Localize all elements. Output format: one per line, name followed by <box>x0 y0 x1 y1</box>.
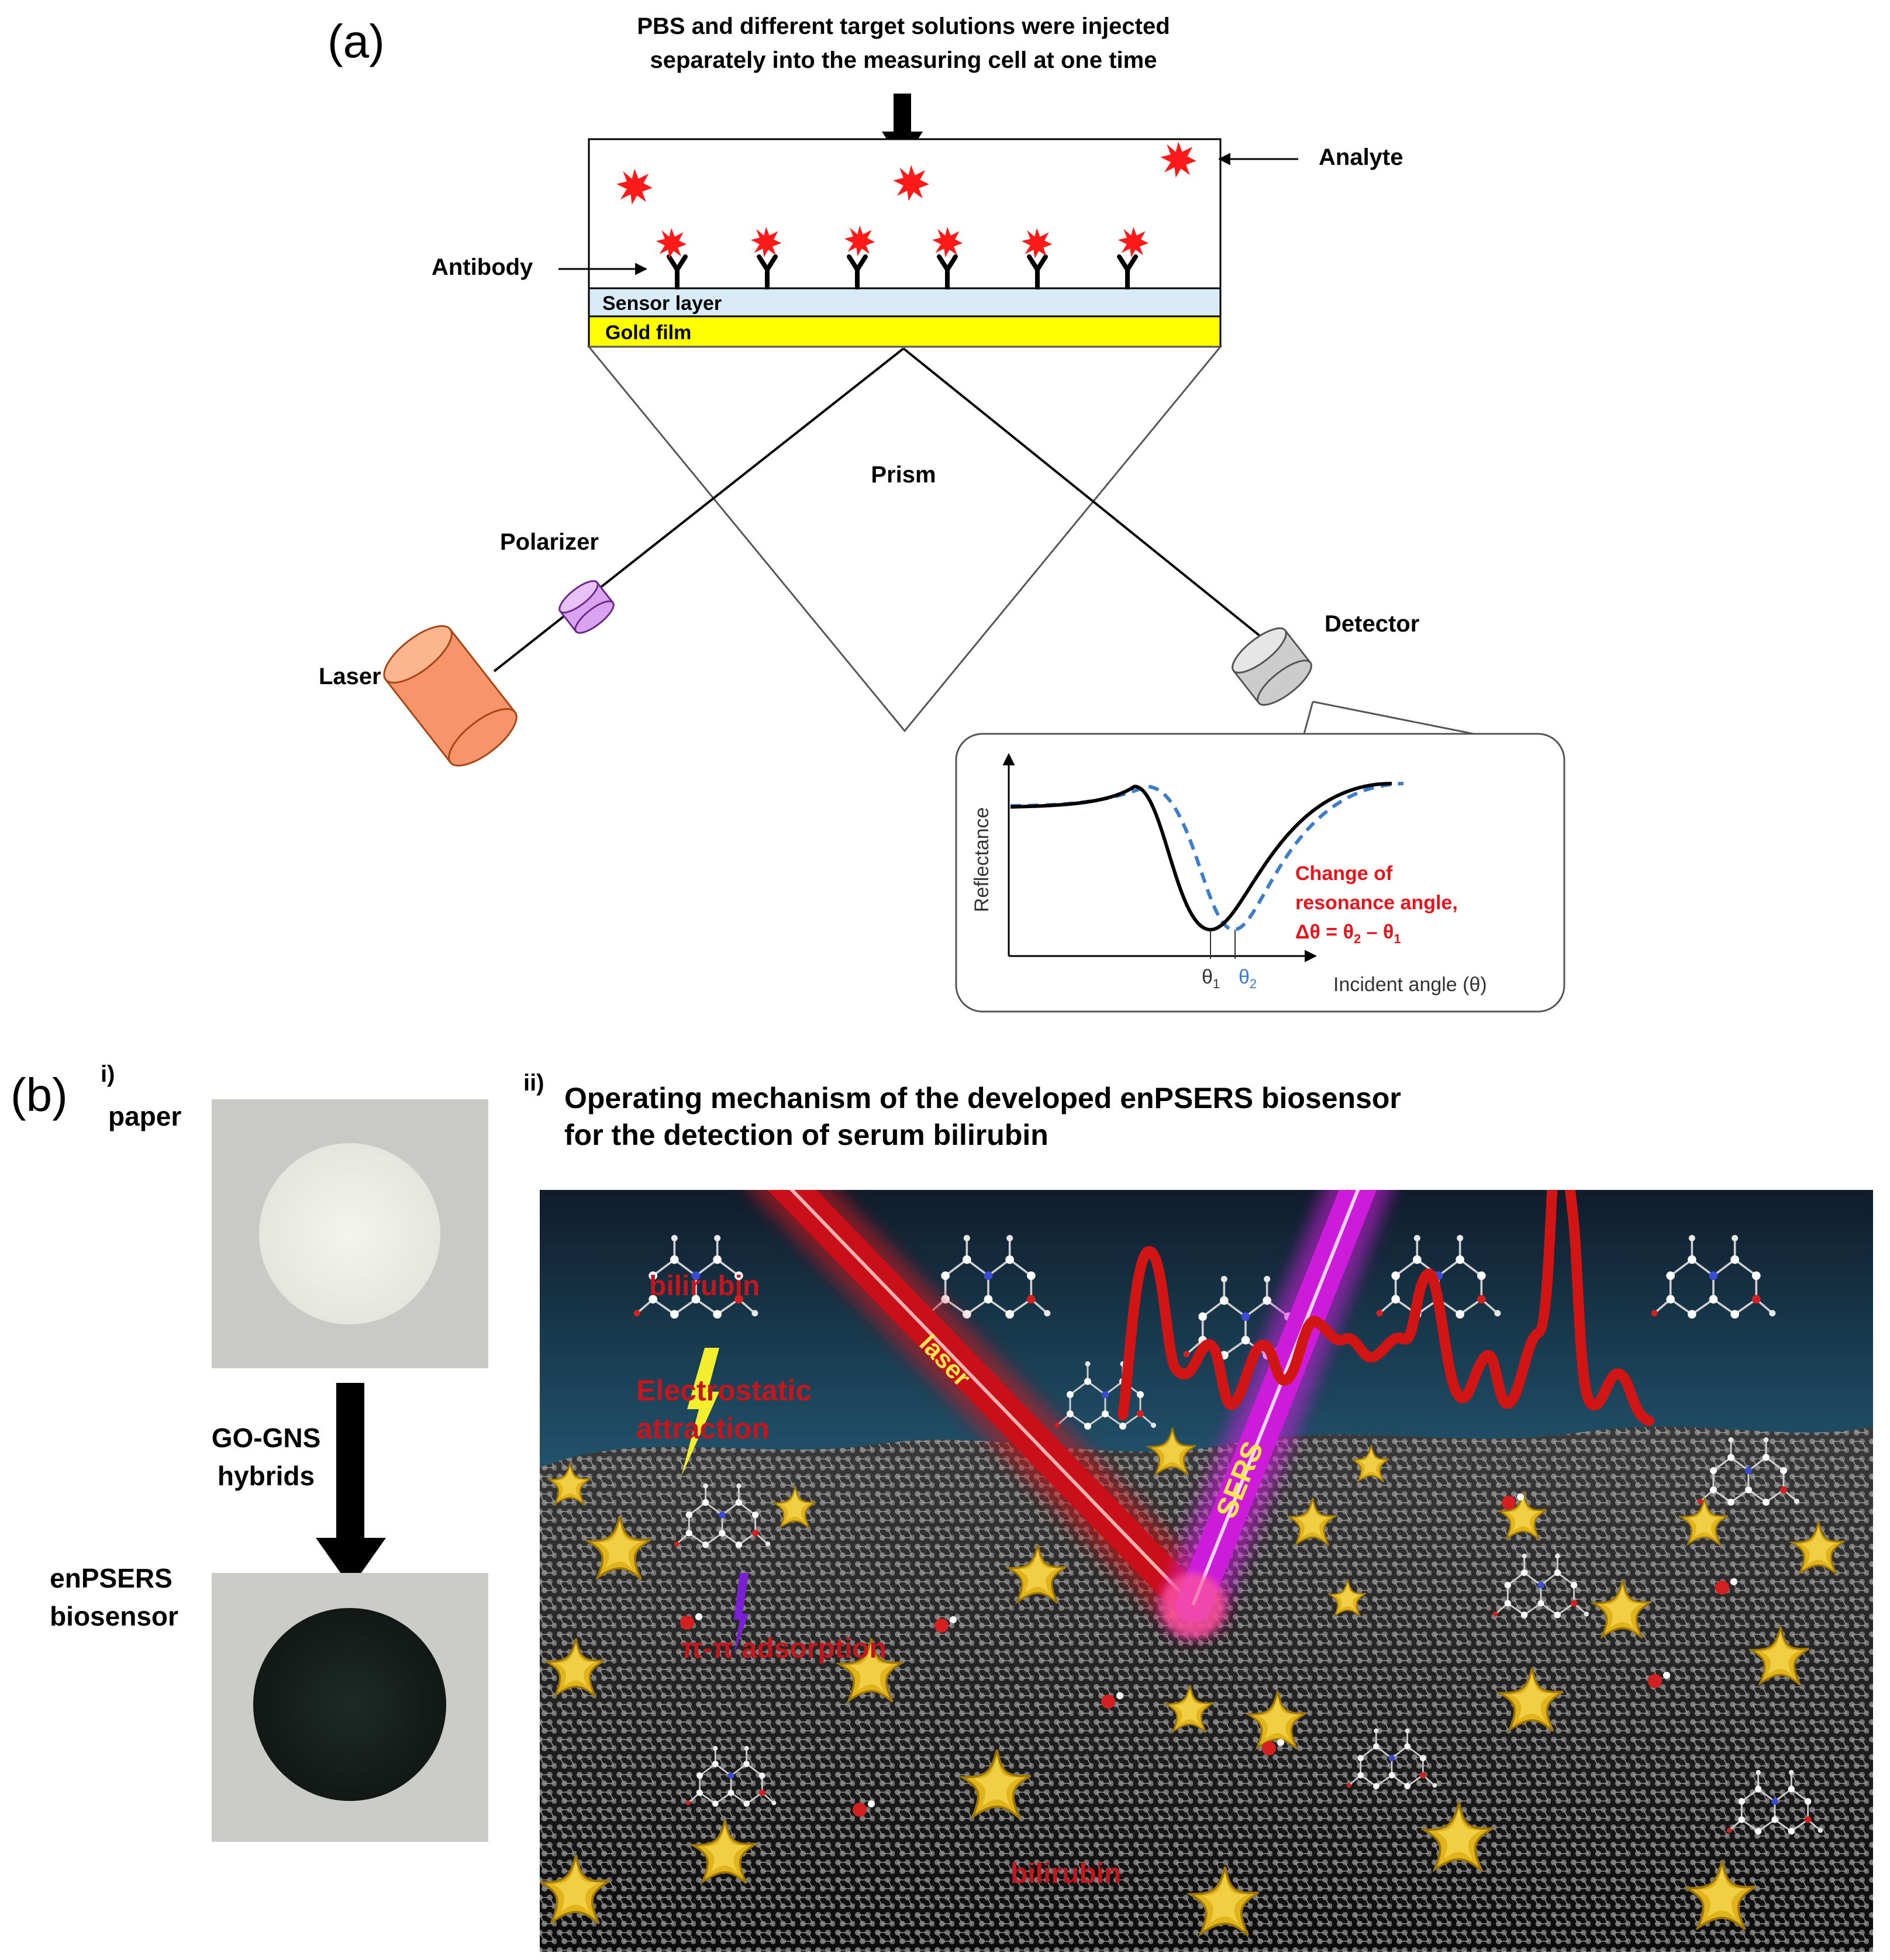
gold-film-label: Gold film <box>605 322 691 344</box>
antibody-label: Antibody <box>432 254 533 280</box>
prism <box>587 346 1223 733</box>
laser-beam <box>749 1190 1225 1637</box>
inset-ylabel: Reflectance <box>971 807 993 912</box>
panel-a-label: (a) <box>327 15 385 67</box>
biosensor-photo <box>212 1573 488 1842</box>
paper-photo <box>212 1099 488 1368</box>
sensor-label-line-1: enPSERS <box>50 1563 173 1593</box>
electrostatic-label-line-1: Electrostatic <box>636 1374 812 1407</box>
mechanism-title-line-1: Operating mechanism of the developed enP… <box>564 1082 1401 1114</box>
panel-b-label: (b) <box>11 1069 68 1121</box>
hybrids-label-line-2: hybrids <box>218 1461 315 1491</box>
injection-text-line-1: PBS and different target solutions were … <box>637 13 1170 39</box>
sensor-label-line-2: biosensor <box>50 1601 178 1631</box>
panel-a: (a) PBS and different target solutions w… <box>319 13 1565 1013</box>
mechanism-title-line-2: for the detection of serum bilirubin <box>564 1119 1049 1151</box>
detector-label: Detector <box>1325 611 1419 637</box>
detector-device <box>1232 627 1312 706</box>
analyte-label: Analyte <box>1319 144 1403 170</box>
resonance-note-line-1: Change of <box>1295 862 1393 885</box>
measuring-cell <box>588 138 1222 289</box>
conversion-arrow <box>316 1383 386 1588</box>
hotspot-glow <box>1161 1573 1225 1637</box>
paper-label: paper <box>108 1101 181 1131</box>
sub-label-ii: ii) <box>523 1070 544 1096</box>
injection-text-line-2: separately into the measuring cell at on… <box>650 47 1157 73</box>
sub-label-i: i) <box>101 1061 115 1087</box>
sers-beam <box>1161 1190 1393 1637</box>
laser-label: Laser <box>319 664 381 689</box>
bilirubin-label-top: bilirubin <box>649 1271 760 1302</box>
bilirubin-label-bottom: bilirubin <box>1010 1858 1121 1889</box>
sensor-layer-label: Sensor layer <box>602 292 722 315</box>
electrostatic-label-line-2: attraction <box>636 1412 770 1445</box>
theta-2-label: θ2 <box>1239 966 1257 991</box>
incident-beam <box>493 347 905 672</box>
initial-resonance-curve <box>1010 782 1392 932</box>
polarizer-label: Polarizer <box>500 529 599 555</box>
panel-b: (b) i) paper GO-GNS hybrids enPSERS bios… <box>11 1061 1873 1952</box>
resonance-note-line-3: Δθ = θ2 – θ1 <box>1295 921 1401 946</box>
laser-device <box>383 625 518 767</box>
prism-label: Prism <box>871 462 936 488</box>
gold-film <box>588 315 1222 348</box>
oxygen-groups <box>680 1493 1737 1817</box>
inset-xlabel: Incident angle (θ) <box>1333 974 1487 996</box>
polarizer-device <box>558 580 615 634</box>
pi-pi-bolt <box>734 1573 749 1655</box>
pi-pi-adsorption-label: π-π adsorption <box>681 1633 887 1664</box>
electrostatic-bolt <box>681 1348 719 1476</box>
resonance-note-line-2: resonance angle, <box>1295 892 1458 914</box>
hybrids-label-line-1: GO-GNS <box>212 1423 321 1453</box>
detector-callout-connector <box>1303 701 1474 735</box>
reflectance-inset: Reflectance Incident angle (θ) θ1 θ2 Cha… <box>955 733 1565 1013</box>
reflected-beam <box>902 347 1270 644</box>
sers-spectrum <box>1118 1190 1654 1426</box>
mechanism-scene: bilirubin Electrostatic attraction laser… <box>540 1190 1873 1952</box>
theta-1-label: θ1 <box>1202 966 1220 991</box>
